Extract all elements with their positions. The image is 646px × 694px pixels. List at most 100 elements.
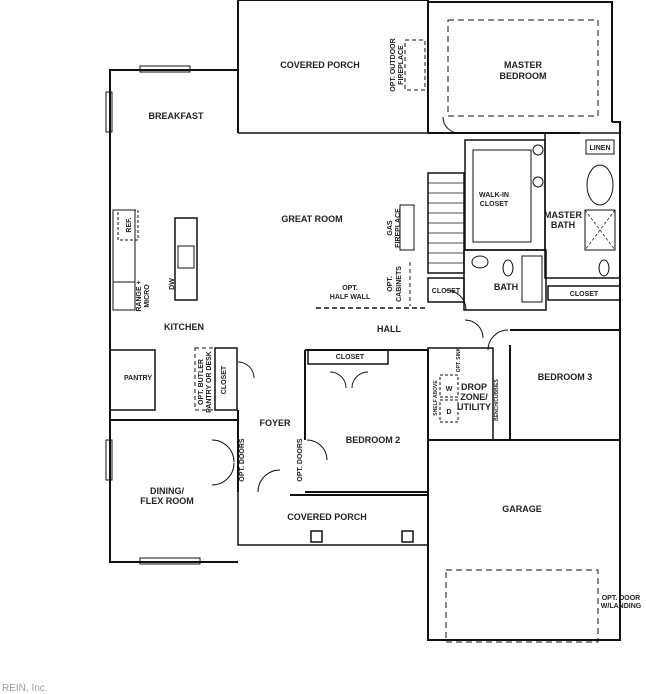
label-walk-in-1: WALK-IN bbox=[479, 192, 509, 199]
label-opt-outdoor-fireplace-2: FIREPLACE bbox=[398, 45, 405, 85]
label-pantry: PANTRY bbox=[124, 375, 152, 382]
outdoor-fireplace bbox=[404, 39, 426, 91]
label-range-1: RANGE + bbox=[136, 280, 143, 311]
label-opt-doors-left: OPT. DOORS bbox=[239, 438, 246, 482]
label-opt-half-2: HALF WALL bbox=[330, 294, 371, 301]
front-porch-wall bbox=[237, 492, 428, 546]
label-opt-door-2: W/LANDING bbox=[601, 603, 642, 610]
label-shelf: SHELF ABOVE bbox=[433, 380, 439, 416]
label-opt-doors-right: OPT. DOORS bbox=[297, 438, 304, 482]
master-tub-icon bbox=[586, 164, 614, 206]
label-closet-hall: CLOSET bbox=[432, 288, 461, 295]
main-outer-wall-right bbox=[612, 121, 621, 440]
label-bath: BATH bbox=[494, 282, 518, 292]
label-dining-1: DINING/ bbox=[150, 486, 185, 496]
garage-wall bbox=[427, 439, 621, 641]
foyer-door-swing-2 bbox=[211, 462, 235, 486]
master-bath-wall bbox=[544, 132, 621, 279]
linen-box bbox=[585, 139, 615, 155]
window-top-1 bbox=[139, 65, 191, 73]
label-master-1: MASTER bbox=[504, 60, 543, 70]
label-bench: BENCH/CUBBIES bbox=[494, 379, 500, 421]
shower-x2 bbox=[584, 209, 616, 251]
label-opt-cabinets-1: OPT. bbox=[387, 276, 394, 292]
front-door-swing bbox=[257, 469, 281, 493]
label-opt-half-1: OPT. bbox=[342, 285, 358, 292]
master-shower-icon bbox=[584, 209, 616, 251]
bed2-door-swing bbox=[306, 439, 328, 461]
pantry-wall bbox=[110, 349, 156, 411]
label-butler-2: PANTRY OR DESK bbox=[206, 351, 213, 413]
label-d: D bbox=[446, 409, 451, 416]
fridge-box bbox=[117, 209, 139, 241]
porch-column-2 bbox=[401, 530, 414, 543]
label-covered-porch-rear: COVERED PORCH bbox=[280, 60, 360, 70]
stair-treads bbox=[428, 182, 464, 264]
walk-in-shelves bbox=[472, 149, 532, 243]
foyer-closet-swing bbox=[237, 361, 255, 379]
bath-closet-box bbox=[547, 285, 621, 301]
label-gas-1: GAS bbox=[387, 220, 394, 236]
label-bedroom2: BEDROOM 2 bbox=[346, 435, 401, 445]
label-opt-sink: OPT. SINK bbox=[456, 347, 462, 372]
bedroom2-wall bbox=[305, 349, 429, 493]
main-outer-wall-left bbox=[109, 69, 238, 563]
label-dining-2: FLEX ROOM bbox=[140, 496, 194, 506]
label-w: W bbox=[446, 386, 453, 393]
kitchen-island bbox=[174, 217, 198, 301]
master-toilet-icon bbox=[598, 259, 610, 277]
label-walk-in-2: CLOSET bbox=[480, 201, 509, 208]
master-door-swing bbox=[442, 116, 460, 134]
garage-door-dashed bbox=[445, 569, 599, 643]
window-left-2 bbox=[105, 439, 113, 481]
hall-door-swing bbox=[464, 319, 484, 339]
label-hall: HALL bbox=[377, 324, 401, 334]
closet-door-swing-2 bbox=[351, 371, 369, 389]
label-bedroom3: BEDROOM 3 bbox=[538, 372, 593, 382]
gas-fireplace bbox=[399, 204, 415, 251]
label-range-2: MICRO bbox=[144, 284, 151, 308]
label-drop-2: ZONE/ bbox=[460, 392, 488, 402]
label-linen: LINEN bbox=[590, 145, 611, 152]
label-closet-bath: CLOSET bbox=[570, 291, 599, 298]
label-master-bath-2: BATH bbox=[551, 220, 575, 230]
label-drop-1: DROP bbox=[461, 382, 487, 392]
label-garage: GARAGE bbox=[502, 504, 542, 514]
bath-sink-icon bbox=[471, 255, 489, 269]
label-opt-outdoor-fireplace-1: OPT. OUTDOOR bbox=[390, 38, 397, 91]
label-opt-door-1: OPT. DOOR bbox=[602, 595, 641, 602]
bed2-closet-box bbox=[307, 349, 389, 365]
sink-icon-1 bbox=[532, 144, 544, 156]
range-box bbox=[112, 281, 136, 311]
label-ref: REF. bbox=[126, 217, 133, 232]
label-opt-cabinets-2: CABINETS bbox=[396, 266, 403, 302]
window-bottom-1 bbox=[139, 557, 201, 565]
closet-door-swing-1 bbox=[329, 371, 347, 389]
bath-toilet-icon bbox=[502, 259, 514, 277]
window-left-1 bbox=[105, 91, 113, 133]
bath-tub-icon bbox=[521, 255, 543, 303]
watermark: REIN, Inc. bbox=[2, 683, 48, 694]
label-dw: DW bbox=[169, 278, 176, 290]
label-great-room: GREAT ROOM bbox=[281, 214, 342, 224]
porch-column-1 bbox=[310, 530, 323, 543]
bedroom3-wall bbox=[509, 329, 621, 441]
label-drop-3: UTILITY bbox=[457, 402, 491, 412]
label-closet-foyer: CLOSET bbox=[221, 365, 228, 394]
bath-door-swing bbox=[445, 289, 467, 311]
foyer-closet-box bbox=[214, 347, 238, 411]
bath-wall bbox=[463, 249, 547, 311]
master-bedroom-rug bbox=[447, 19, 599, 117]
kitchen-sink-icon bbox=[177, 245, 195, 269]
bed3-door-swing bbox=[487, 329, 509, 351]
sink-icon-2 bbox=[532, 176, 544, 188]
master-bedroom-wall bbox=[427, 1, 613, 122]
foyer-door-swing-1 bbox=[211, 439, 235, 463]
label-breakfast: BREAKFAST bbox=[148, 111, 204, 121]
label-foyer: FOYER bbox=[259, 418, 291, 428]
label-kitchen: KITCHEN bbox=[164, 322, 204, 332]
label-covered-porch-front: COVERED PORCH bbox=[287, 512, 367, 522]
label-closet-bed2: CLOSET bbox=[336, 354, 365, 361]
label-gas-2: FIREPLACE bbox=[395, 208, 402, 248]
